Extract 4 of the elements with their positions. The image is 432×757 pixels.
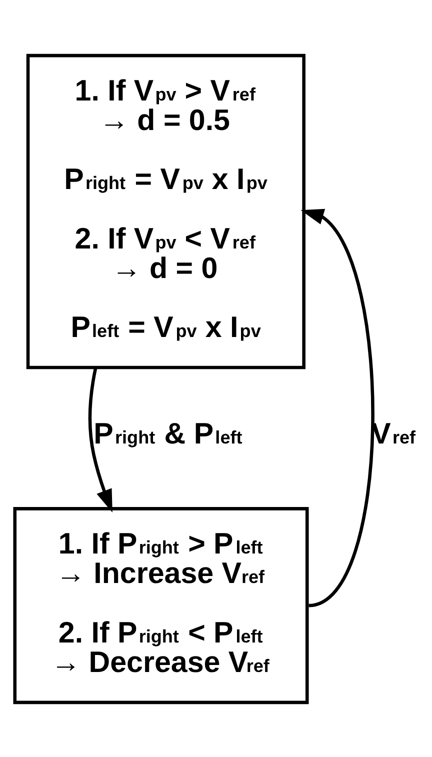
edge-label: Pright & Pleft	[94, 417, 242, 450]
node-box: 1. If Vpv > Vref → d = 0.5 Pright = Vpv x Ipv 2. If Vpv < Vref → d = 0 Pleft = Vpv x Ipv	[26, 53, 306, 369]
node-box: 1. If Pright > Pleft → Increase Vref 2. If Pright < Pleft → Decrease Vref	[13, 506, 309, 704]
arrow	[88, 367, 112, 512]
